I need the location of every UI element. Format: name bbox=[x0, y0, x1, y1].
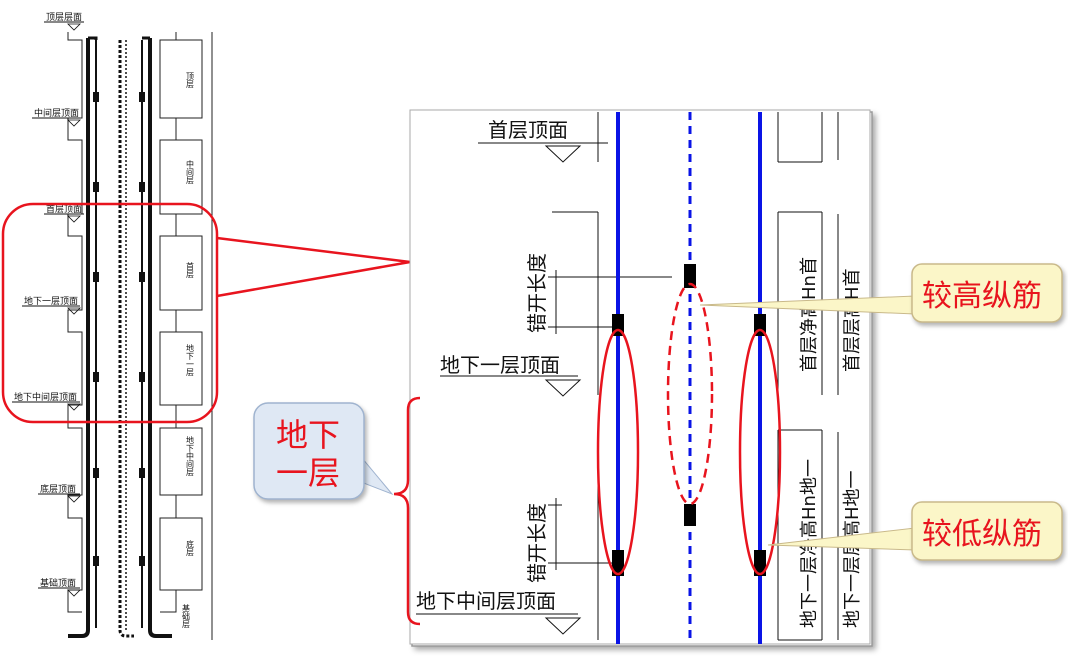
detail-panel: 首层顶面 地下一层顶面 地下中间层顶面 错开长度 错开长度 首层净高Hn首 首层… bbox=[409, 109, 873, 647]
level-mid-label: 地下中间层顶面 bbox=[416, 589, 556, 613]
lap-length-lower: 错开长度 bbox=[525, 503, 549, 583]
storey-label: 地下一层 bbox=[186, 343, 195, 377]
lap-ellipse-right bbox=[738, 328, 782, 576]
callout-b1-box bbox=[253, 402, 365, 500]
storey-label: 基础层 bbox=[182, 603, 191, 629]
lap-length-upper: 错开长度 bbox=[525, 253, 549, 333]
overview-elevation: 顶层层面 中间层顶面 首层顶面 地下一层顶面 地下中间层顶面 底层顶面 基础顶面… bbox=[12, 12, 213, 640]
level-label: 中间层顶面 bbox=[34, 107, 79, 119]
callout-b1-line1: 地下 bbox=[276, 416, 340, 454]
callout-lower-box bbox=[911, 501, 1063, 561]
storey-label: 底层 bbox=[186, 539, 195, 557]
splice-mark bbox=[612, 550, 624, 576]
callout-upper-box bbox=[911, 263, 1063, 323]
callout-upper-text: 较高纵筋 bbox=[922, 279, 1042, 314]
splice-mark bbox=[684, 264, 696, 288]
zoom-connector bbox=[216, 236, 411, 298]
level-top-label: 首层顶面 bbox=[488, 118, 568, 142]
lap-ellipse-center bbox=[666, 282, 714, 506]
level-label: 地下中间层顶面 bbox=[14, 391, 77, 403]
storey-label: 地下中间层 bbox=[186, 435, 195, 477]
callout-b1-line2: 一层 bbox=[276, 454, 340, 492]
level-label: 首层顶面 bbox=[46, 203, 82, 215]
dim-b1-storey-height: 地下一层层高H地一 bbox=[842, 470, 863, 628]
level-label: 顶层层面 bbox=[46, 12, 82, 23]
dim-clear-height: 首层净高Hn首 bbox=[799, 257, 820, 372]
callout-lower-text: 较低纵筋 bbox=[922, 517, 1042, 552]
storey-brace bbox=[393, 396, 421, 626]
level-label: 地下一层顶面 bbox=[24, 295, 78, 307]
storey-label: 中间层 bbox=[186, 159, 195, 185]
dim-storey-height: 首层层高H首 bbox=[842, 268, 863, 372]
level-label: 底层顶面 bbox=[40, 483, 76, 495]
storey-label: 首层 bbox=[186, 261, 195, 279]
level-b1-label: 地下一层顶面 bbox=[440, 353, 560, 377]
splice-mark bbox=[684, 504, 696, 526]
splice-mark bbox=[754, 550, 766, 576]
level-label: 基础顶面 bbox=[40, 577, 76, 589]
lap-ellipse-left bbox=[596, 328, 640, 576]
storey-label: 顶层 bbox=[186, 72, 195, 89]
overview-highlight bbox=[1, 202, 219, 424]
